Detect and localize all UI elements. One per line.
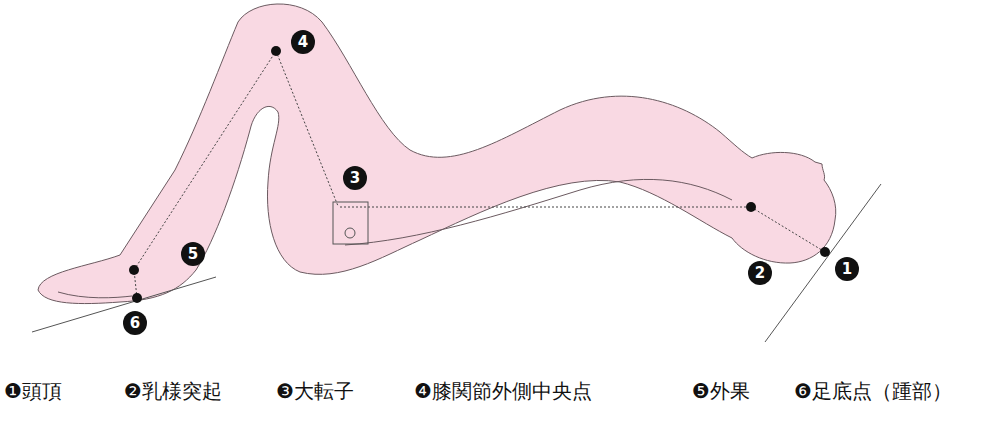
torso-inner-line xyxy=(345,179,732,245)
callout-number: 1 xyxy=(835,257,859,281)
ground-line-head xyxy=(765,184,881,342)
trochanter-box xyxy=(333,202,368,244)
legend-label: ❻足底点（踵部） xyxy=(794,377,952,405)
callout-number: 4 xyxy=(291,30,315,54)
legend-label: ❶頭頂 xyxy=(4,377,62,405)
legend-label: ❺外果 xyxy=(692,377,750,405)
legend-label: ❸大転子 xyxy=(276,377,354,405)
foot-inner-line xyxy=(58,292,132,298)
legend-label: ❹膝関節外側中央点 xyxy=(414,377,592,405)
measure-lines xyxy=(134,51,825,298)
landmark-dots xyxy=(129,46,830,303)
body-outline xyxy=(38,4,836,304)
trochanter-mark xyxy=(345,228,355,238)
callout-number: 3 xyxy=(343,166,367,190)
callout-number: 2 xyxy=(748,261,772,285)
callout-number: 5 xyxy=(181,242,205,266)
callout-number: 6 xyxy=(123,311,147,335)
legend-label: ❷乳様突起 xyxy=(124,377,222,405)
